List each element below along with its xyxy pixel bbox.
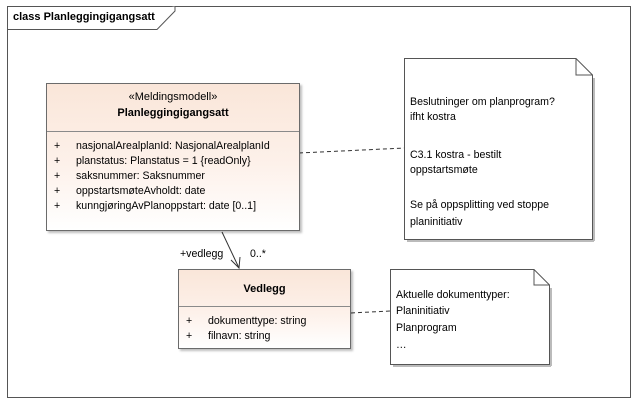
visibility-marker: + [54,185,61,197]
note-line: planinitiativ [410,216,463,228]
class-planleggingigangsatt[interactable]: «Meldingsmodell» Planleggingigangsatt + n… [46,83,300,231]
class-name: Planleggingigangsatt [117,107,229,119]
note-line: Planprogram [396,322,457,334]
note-dokumenttyper[interactable]: Aktuelle dokumenttyper: Planinitiativ Pl… [390,269,552,367]
note-line: … [396,339,407,351]
diagram-frame [7,6,631,398]
note-link-1 [298,147,406,154]
attribute-row: + filnavn: string [179,329,350,344]
attribute-text: oppstartsmøteAvholdt: date [76,185,206,197]
attribute-text: planstatus: Planstatus = 1 {readOnly} [76,155,251,167]
visibility-marker: + [54,200,61,212]
note-line: ifht kostra [410,111,456,123]
note-line: Beslutninger om planprogram? [410,96,555,108]
class-name: Vedlegg [243,283,286,295]
attribute-row: + dokumenttype: string [179,314,350,329]
note-kostra[interactable]: Beslutninger om planprogram? ifht kostra… [404,58,595,242]
attribute-compartment: + dokumenttype: string + filnavn: string [179,306,350,344]
note-line: oppstartsmøte [410,164,478,176]
attribute-row: + nasjonalArealplanId: NasjonalArealplanI… [47,139,299,154]
visibility-marker: + [54,155,61,167]
attribute-row: + saksnummer: Saksnummer [47,169,299,184]
association-role-label: +vedlegg [180,248,224,260]
class-vedlegg[interactable]: Vedlegg + dokumenttype: string + filnavn: … [178,269,351,349]
note-line: Se på oppsplitting ved stoppe [410,199,549,211]
visibility-marker: + [186,330,193,342]
note-line: C3.1 kostra - bestilt [410,149,502,161]
attribute-row: + planstatus: Planstatus = 1 {readOnly} [47,154,299,169]
attribute-compartment: + nasjonalArealplanId: NasjonalArealplanI… [47,131,299,214]
attribute-row: + oppstartsmøteAvholdt: date [47,184,299,199]
attribute-text: filnavn: string [208,330,271,342]
note-outline [390,269,552,367]
class-header: «Meldingsmodell» Planleggingigangsatt [47,84,299,131]
attribute-row: + kunngjøringAvPlanoppstart: date [0..1] [47,199,299,214]
note-line: Planinitiativ [396,305,450,317]
frame-tab-outline [7,6,176,30]
class-header: Vedlegg [179,270,350,306]
visibility-marker: + [54,140,61,152]
association-line [221,231,240,269]
frame-title: class Planleggingigangsatt [13,11,155,23]
association-multiplicity-label: 0..* [250,248,266,260]
note-link-2 [350,310,391,314]
attribute-text: dokumenttype: string [208,315,307,327]
note-line: Aktuelle dokumenttyper: [396,289,510,301]
attribute-text: kunngjøringAvPlanoppstart: date [0..1] [76,200,257,212]
attribute-text: saksnummer: Saksnummer [76,170,205,182]
visibility-marker: + [186,315,193,327]
association-arrowhead [230,256,241,270]
visibility-marker: + [54,170,61,182]
attribute-text: nasjonalArealplanId: NasjonalArealplanId [76,140,270,152]
note-outline [404,58,595,242]
class-stereotype: «Meldingsmodell» [128,91,218,103]
